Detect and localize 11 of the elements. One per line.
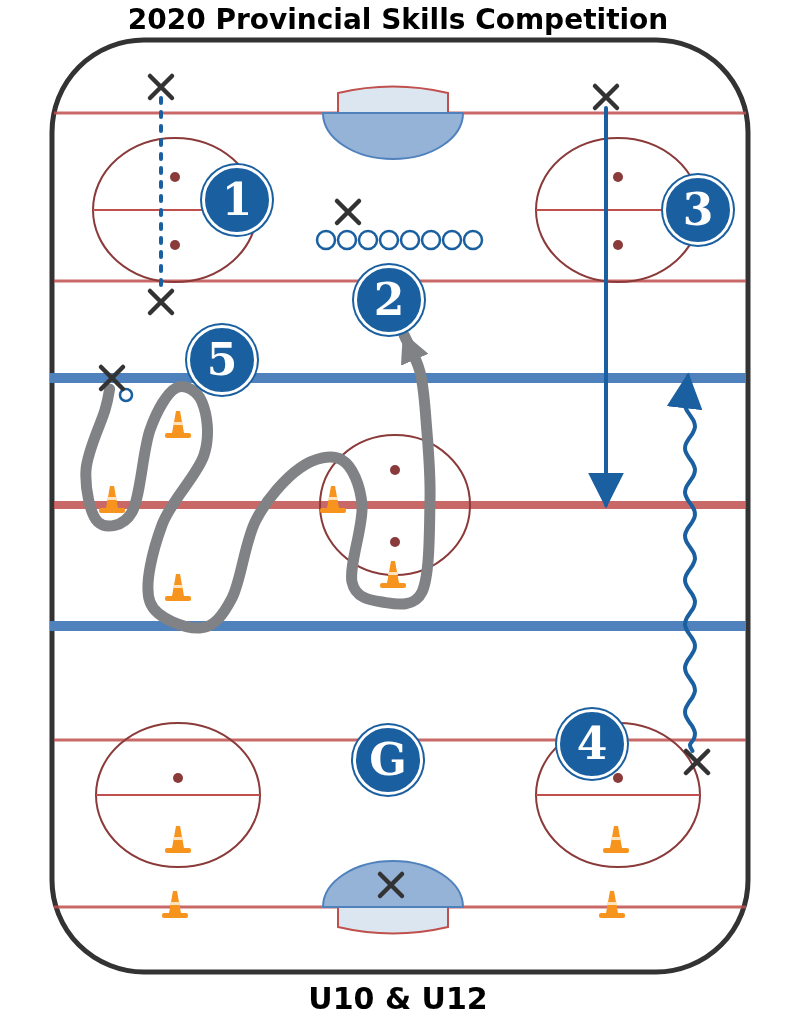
player-cross-icon [376, 870, 406, 900]
player-cross-icon [97, 363, 127, 393]
title: 2020 Provincial Skills Competition [127, 2, 669, 37]
arrow [588, 106, 624, 509]
player-cross-icon [146, 72, 176, 102]
player-cross-icon [146, 287, 176, 317]
player-cross-icon [333, 197, 363, 227]
player-cross-icon [682, 747, 712, 777]
player-cross-icon [591, 82, 621, 112]
caption: U10 & U12 [308, 980, 488, 1018]
arrow [666, 372, 703, 753]
